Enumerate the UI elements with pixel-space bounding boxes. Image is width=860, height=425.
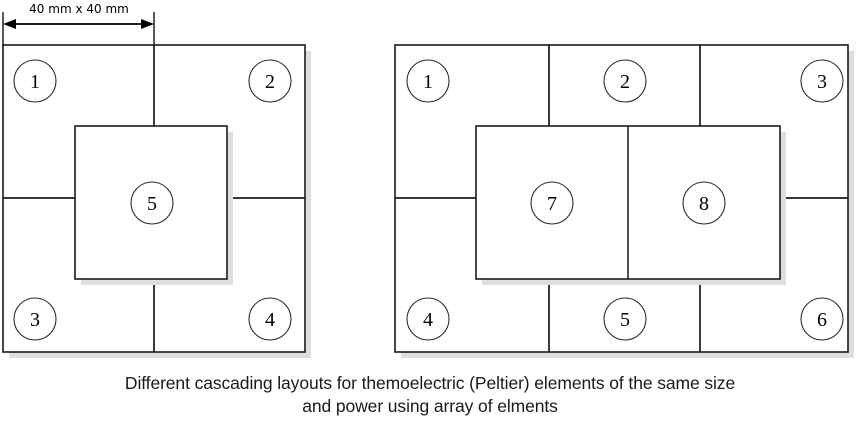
badge-label: 5 [620,309,630,331]
badge-left-2: 2 [248,59,292,103]
right-badge-group: 1 2 3 7 8 [406,59,844,341]
badge-circle-icon [248,59,292,103]
badge-label: 2 [620,71,630,93]
badge-left-3: 3 [13,297,57,341]
badge-circle-icon [800,59,844,103]
badge-label: 8 [699,193,709,215]
badge-right-6: 6 [800,297,844,341]
badge-circle-icon [13,59,57,103]
badge-right-5: 5 [603,297,647,341]
badge-label: 7 [547,193,557,215]
caption-line-1: Different cascading layouts for themoele… [124,373,736,393]
badge-left-1: 1 [13,59,57,103]
badge-label: 3 [30,309,40,331]
badge-label: 6 [817,309,827,331]
badge-circle-icon [406,297,450,341]
badge-label: 2 [265,71,275,93]
badge-label: 1 [423,71,433,93]
badge-circle-icon [800,297,844,341]
badge-right-8: 8 [682,181,726,225]
badge-circle-icon [248,297,292,341]
layout-left-diagram: 1 2 5 3 4 [2,44,311,358]
badge-circle-icon [603,297,647,341]
badge-circle-icon [530,181,574,225]
figure-caption: Different cascading layouts for themoele… [0,372,860,418]
left-badge-group: 1 2 5 3 4 [13,59,292,341]
badge-label: 1 [30,71,40,93]
badge-right-3: 3 [800,59,844,103]
caption-line-2: and power using array of elments [302,396,558,416]
badge-label: 4 [423,309,433,331]
arrowhead-right-icon [141,19,154,29]
badge-label: 4 [265,309,275,331]
badge-left-5: 5 [130,181,174,225]
badge-circle-icon [406,59,450,103]
arrowhead-left-icon [3,19,16,29]
layout-right-diagram: 1 2 3 7 8 [394,44,854,358]
badge-left-4: 4 [248,297,292,341]
badge-circle-icon [682,181,726,225]
dimension-annotation: 40 mm x 40 mm [2,2,155,48]
badge-circle-icon [13,297,57,341]
badge-right-1: 1 [406,59,450,103]
badge-right-7: 7 [530,181,574,225]
badge-label: 3 [817,71,827,93]
dimension-label: 40 mm x 40 mm [29,2,129,16]
badge-label: 5 [147,193,157,215]
badge-right-2: 2 [603,59,647,103]
badge-right-4: 4 [406,297,450,341]
badge-circle-icon [603,59,647,103]
badge-circle-icon [130,181,174,225]
